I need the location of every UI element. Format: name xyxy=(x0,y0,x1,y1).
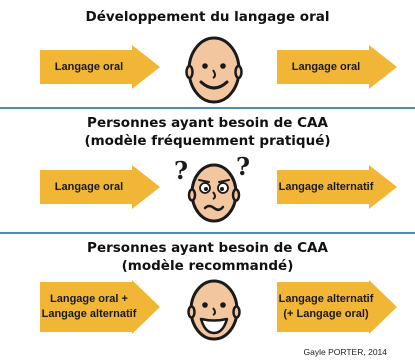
section2-title-line2: (modèle fréquemment pratiqué) xyxy=(84,133,331,149)
section2-title-line1: Personnes ayant besoin de CAA xyxy=(87,115,328,131)
section3-left-arrow-line2: Langage alternatif xyxy=(41,308,137,320)
credit-text: Gayle PORTER, 2014 xyxy=(303,347,387,357)
divider-1 xyxy=(0,107,415,109)
section3-right-arrow-line1: Langage alternatif xyxy=(278,293,374,305)
section3-right-arrow: Langage alternatif (+ Langage oral) xyxy=(277,280,397,334)
section1-left-arrow-label: Langage oral xyxy=(54,60,124,73)
section2-right-arrow-label: Langage alternatif xyxy=(278,180,374,193)
laughing-face-icon xyxy=(186,276,242,342)
section1-title: Développement du langage oral xyxy=(85,9,330,25)
confused-face-icon: ? ? xyxy=(172,152,256,225)
divider-2 xyxy=(0,232,415,234)
section3-title-line1: Personnes ayant besoin de CAA xyxy=(87,240,328,256)
section2-right-arrow: Langage alternatif xyxy=(277,165,397,209)
section1-right-arrow-label: Langage oral xyxy=(291,60,361,73)
section2-left-arrow: Langage oral xyxy=(40,165,160,209)
svg-text:?: ? xyxy=(174,156,188,185)
section3-title-line2: (modèle recommandé) xyxy=(121,258,294,274)
section1-left-arrow: Langage oral xyxy=(40,45,160,89)
happy-face-icon xyxy=(184,32,244,106)
section3-right-arrow-line2: (+ Langage oral) xyxy=(283,308,369,320)
section3-left-arrow-line1: Langage oral + xyxy=(50,293,128,305)
svg-text:?: ? xyxy=(236,155,250,181)
section2-left-arrow-label: Langage oral xyxy=(54,180,124,193)
section3-left-arrow: Langage oral + Langage alternatif xyxy=(40,280,160,334)
section1-right-arrow: Langage oral xyxy=(277,45,397,89)
